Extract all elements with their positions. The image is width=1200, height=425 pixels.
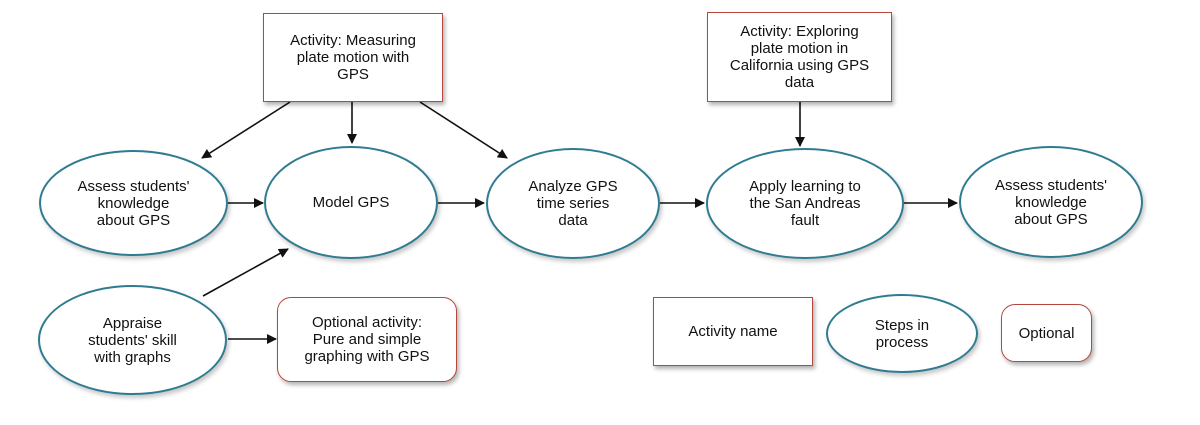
legend-activity-name: Activity name <box>653 297 813 366</box>
legend-activity-label: Activity name <box>688 323 778 340</box>
step-analyze-gps: Analyze GPS time series data <box>486 148 660 259</box>
step-model-gps: Model GPS <box>264 146 438 259</box>
arrow-appraise-to-model <box>202 248 289 297</box>
step-model-gps-label: Model GPS <box>312 194 390 211</box>
legend-optional: Optional <box>1001 304 1092 362</box>
legend-optional-label: Optional <box>1018 324 1075 342</box>
activity-measuring-plate-motion: Activity: Measuring plate motion with GP… <box>263 13 443 102</box>
step-analyze-gps-label: Analyze GPS time series data <box>528 178 618 229</box>
step-assess-knowledge-left: Assess students' knowledge about GPS <box>39 150 228 256</box>
step-appraise-label: Appraise students' skill with graphs <box>88 314 177 366</box>
step-assess-knowledge-right: Assess students' knowledge about GPS <box>959 146 1143 258</box>
step-apply-learning: Apply learning to the San Andreas fault <box>706 148 904 259</box>
step-assess-right-label: Assess students' knowledge about GPS <box>994 176 1108 228</box>
step-assess-left-label: Assess students' knowledge about GPS <box>77 177 190 229</box>
optional-activity-label: Optional activity: Pure and simple graph… <box>304 314 430 365</box>
arrow-measuring-to-assess <box>201 101 291 159</box>
legend-steps-in-process: Steps in process <box>826 294 978 373</box>
arrow-measuring-to-analyze <box>419 101 508 159</box>
step-apply-learning-label: Apply learning to the San Andreas fault <box>749 178 861 229</box>
legend-step-label: Steps in process <box>874 316 930 351</box>
activity-exploring-label: Activity: Exploring plate motion in Cali… <box>729 23 870 91</box>
optional-graphing-activity: Optional activity: Pure and simple graph… <box>277 297 457 382</box>
activity-measuring-label: Activity: Measuring plate motion with GP… <box>290 32 416 83</box>
step-appraise-graph-skill: Appraise students' skill with graphs <box>38 285 227 395</box>
activity-exploring-plate-motion: Activity: Exploring plate motion in Cali… <box>707 12 892 102</box>
